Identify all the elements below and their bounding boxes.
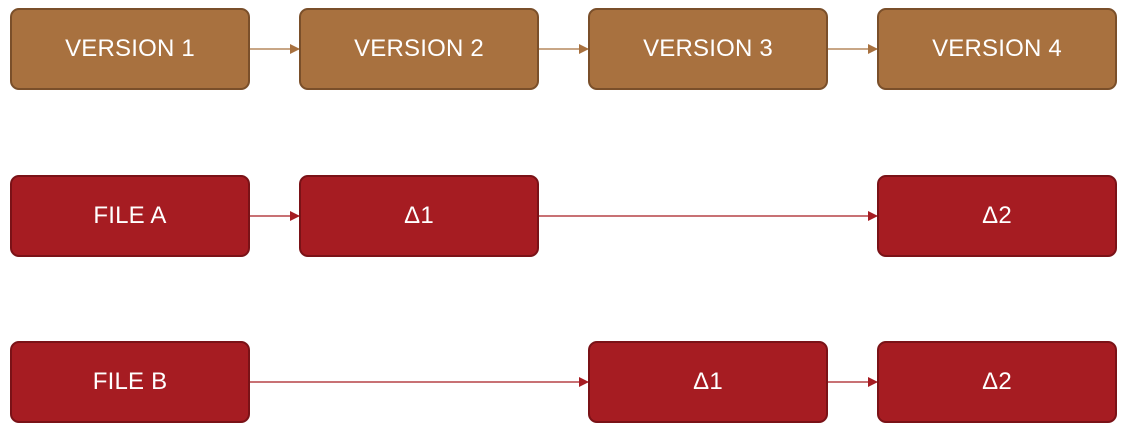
file-a-delta-1-box: Δ1	[299, 175, 539, 257]
file-a-box: FILE A	[10, 175, 250, 257]
version-1-box: VERSION 1	[10, 8, 250, 90]
file-a-delta-2-label: Δ2	[982, 202, 1012, 229]
version-2-label: VERSION 2	[354, 35, 484, 62]
version-4-label: VERSION 4	[932, 35, 1062, 62]
file-b-delta-2-box: Δ2	[877, 341, 1117, 423]
file-b-label: FILE B	[92, 368, 168, 395]
file-b-delta-1-box: Δ1	[588, 341, 828, 423]
file-b-delta-1-label: Δ1	[693, 368, 723, 395]
version-2-box: VERSION 2	[299, 8, 539, 90]
file-b-delta-2-label: Δ2	[982, 368, 1012, 395]
version-3-label: VERSION 3	[643, 35, 773, 62]
file-a-delta-2-box: Δ2	[877, 175, 1117, 257]
file-b-box: FILE B	[10, 341, 250, 423]
file-a-delta-1-label: Δ1	[404, 202, 434, 229]
version-3-box: VERSION 3	[588, 8, 828, 90]
file-a-label: FILE A	[93, 202, 167, 229]
version-1-label: VERSION 1	[65, 35, 195, 62]
version-4-box: VERSION 4	[877, 8, 1117, 90]
